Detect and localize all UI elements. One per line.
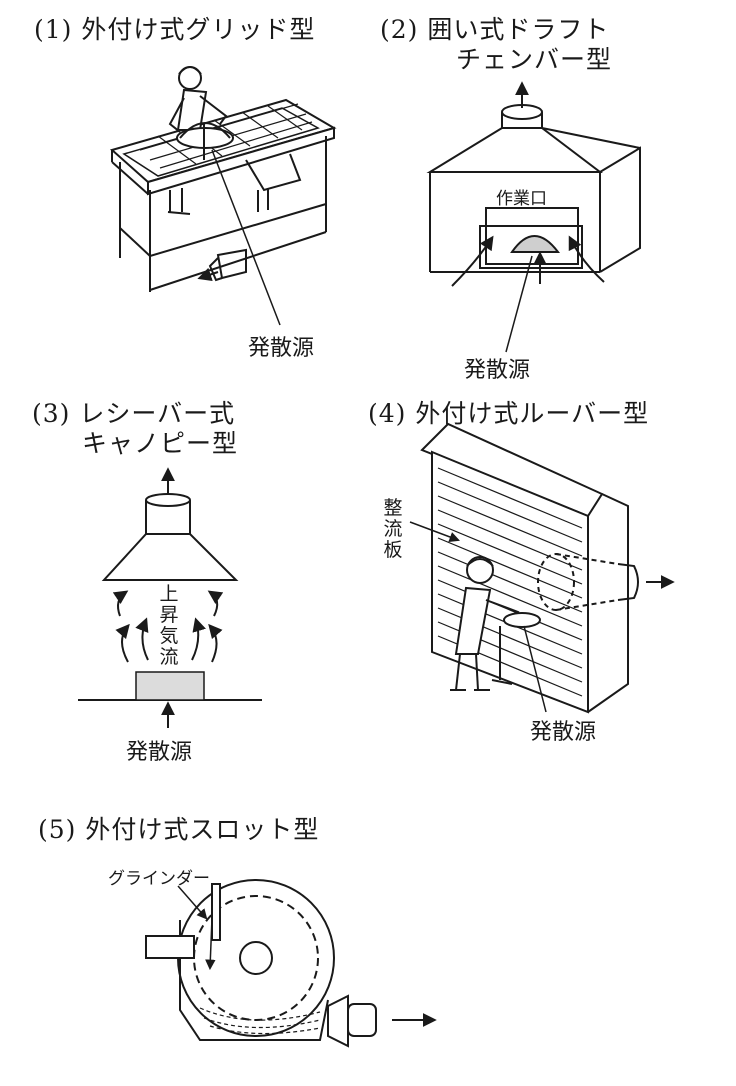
slot-hood-illustration (146, 880, 376, 1046)
grid-table-illustration (112, 67, 334, 292)
panel4-title: (4) 外付け式ルーバー型 (368, 399, 650, 428)
panel4-baffle-label: 整流板 (383, 497, 403, 561)
exhaust-arrow (197, 267, 218, 282)
panel3-title-line2: キャノピー型 (82, 429, 239, 458)
panel3-title-line1: (3) レシーバー式 (32, 399, 236, 428)
panel4-source-label: 発散源 (530, 720, 597, 745)
booth-airflow-arrows (452, 81, 604, 286)
louver-hood-illustration (422, 424, 638, 712)
source-pointer (212, 150, 280, 325)
panel3-airflow-label: 上昇気流 (159, 583, 179, 668)
canopy-airflow-arrows (112, 467, 224, 728)
slot-arrows (178, 886, 437, 1027)
louver-arrows (410, 522, 675, 712)
panel5-grinder-label: グラインダー (108, 869, 210, 889)
emission-source (136, 672, 204, 700)
source-pointer (506, 256, 532, 352)
panel2-title-line1: (2) 囲い式ドラフト (380, 15, 610, 44)
panel1-title: (1) 外付け式グリッド型 (34, 15, 316, 44)
canopy-hood-illustration (78, 494, 262, 700)
panel2-opening-label: 作業口 (496, 189, 547, 209)
panel5-title: (5) 外付け式スロット型 (38, 815, 320, 844)
panel1-source-label: 発散源 (248, 336, 315, 361)
panel2-title-line2: チェンバー型 (456, 45, 613, 74)
panel2-source-label: 発散源 (464, 358, 531, 383)
panel3-source-label: 発散源 (126, 740, 193, 765)
